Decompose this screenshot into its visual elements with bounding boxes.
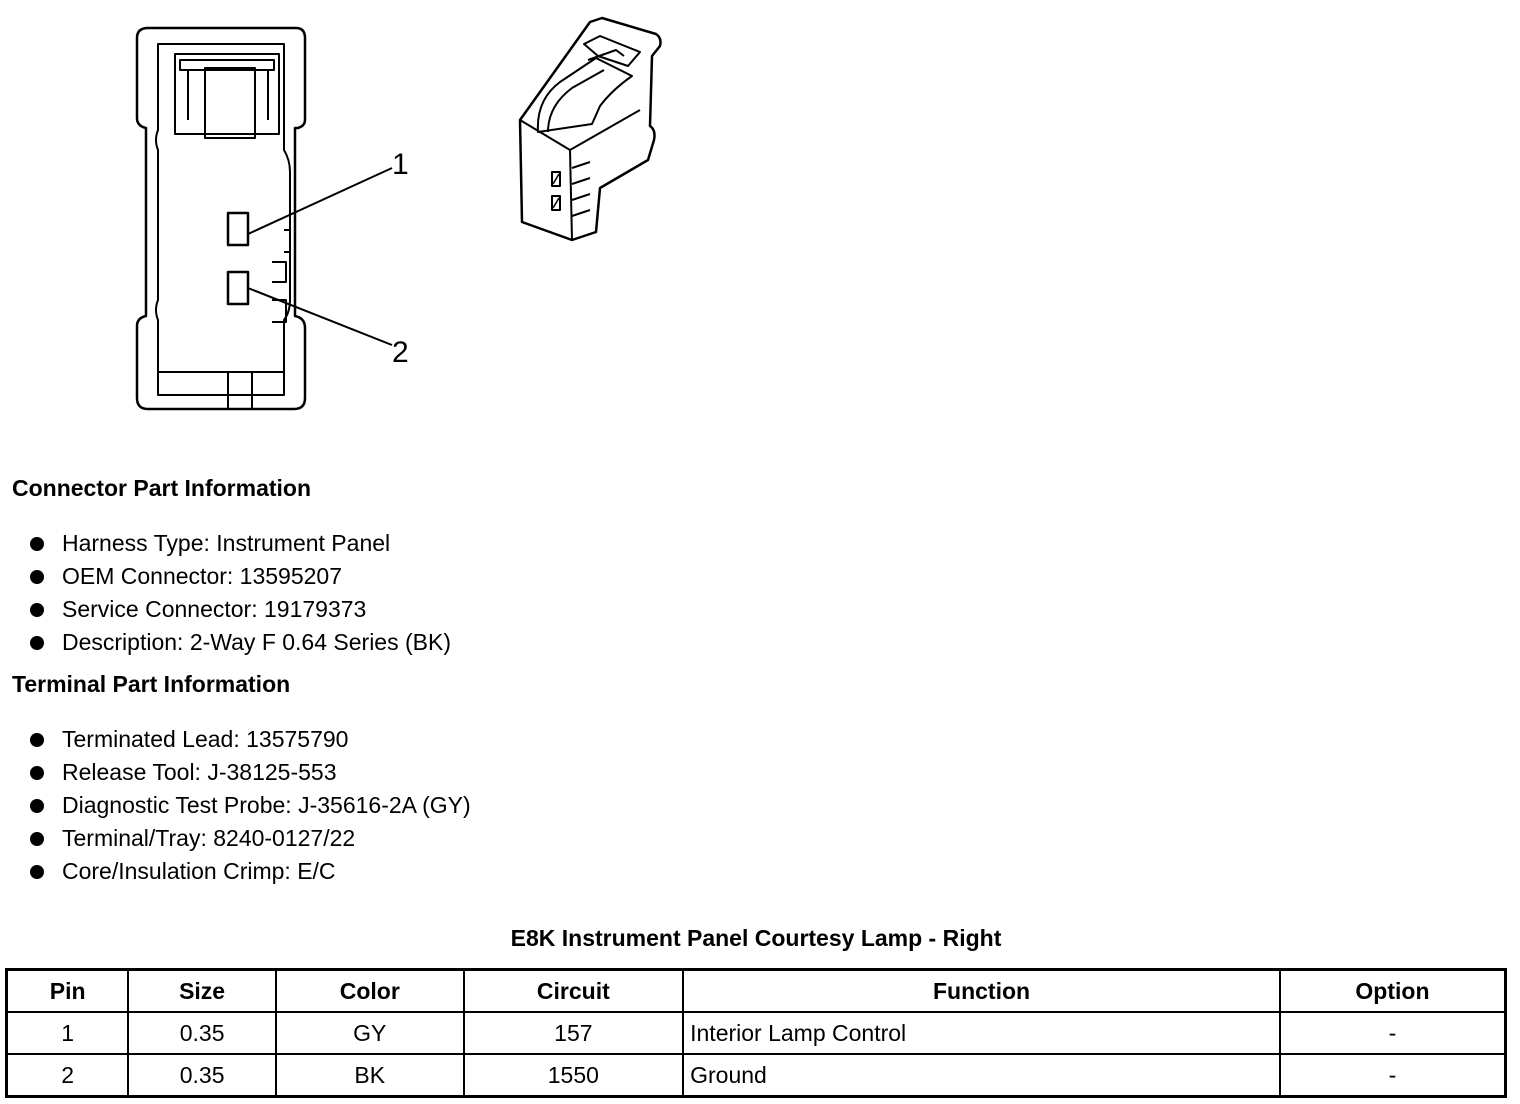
list-item: Core/Insulation Crimp: E/C	[28, 855, 471, 888]
list-item: Release Tool: J-38125-553	[28, 756, 471, 789]
bullet-icon	[30, 636, 44, 650]
connector-face-inner	[155, 43, 291, 396]
cell-pin: 2	[5, 1053, 130, 1098]
list-item: OEM Connector: 13595207	[28, 560, 451, 593]
cell-function: Interior Lamp Control	[682, 1011, 1281, 1055]
terminal-info-list: Terminated Lead: 13575790 Release Tool: …	[28, 723, 471, 888]
list-item: Terminal/Tray: 8240-0127/22	[28, 822, 471, 855]
table-row: 2 0.35 BK 1550 Ground -	[5, 1053, 1507, 1098]
cell-size: 0.35	[127, 1053, 277, 1098]
column-header-function: Function	[682, 968, 1281, 1013]
bullet-icon	[30, 537, 44, 551]
cell-option: -	[1278, 1053, 1507, 1098]
list-item: Harness Type: Instrument Panel	[28, 527, 451, 560]
pin-cavity-1	[226, 211, 250, 247]
connector-face-outline	[135, 26, 307, 411]
pin-table-title: E8K Instrument Panel Courtesy Lamp - Rig…	[510, 925, 1002, 951]
bullet-icon	[30, 733, 44, 747]
cell-color: GY	[274, 1011, 465, 1055]
column-header-pin: Pin	[5, 968, 130, 1013]
pin-table: Pin Size Color Circuit Function Option 1…	[5, 968, 1507, 1098]
bullet-icon	[30, 603, 44, 617]
bullet-icon	[30, 799, 44, 813]
cell-size: 0.35	[127, 1011, 277, 1055]
connector-diagram: 1 2	[135, 16, 662, 411]
pin-callout-2: 2	[392, 336, 409, 369]
cell-pin: 1	[5, 1011, 130, 1055]
terminal-info-heading: Terminal Part Information	[12, 671, 291, 697]
table-row: 1 0.35 GY 157 Interior Lamp Control -	[5, 1011, 1507, 1055]
column-header-circuit: Circuit	[462, 968, 685, 1013]
connector-info-list: Harness Type: Instrument Panel OEM Conne…	[28, 527, 451, 659]
pin-callout-1: 1	[392, 148, 409, 181]
column-header-size: Size	[127, 968, 277, 1013]
list-item: Description: 2-Way F 0.64 Series (BK)	[28, 626, 451, 659]
connector-isometric-view	[518, 16, 662, 242]
bullet-icon	[30, 766, 44, 780]
list-item: Diagnostic Test Probe: J-35616-2A (GY)	[28, 789, 471, 822]
bullet-icon	[30, 570, 44, 584]
table-header-row: Pin Size Color Circuit Function Option	[5, 968, 1507, 1013]
list-item: Terminated Lead: 13575790	[28, 723, 471, 756]
cell-circuit: 1550	[462, 1053, 685, 1098]
bullet-icon	[30, 832, 44, 846]
connector-info-heading: Connector Part Information	[12, 475, 312, 501]
connector-latch	[174, 53, 280, 135]
column-header-option: Option	[1278, 968, 1507, 1013]
pin-1-leader-line	[247, 167, 393, 235]
list-item: Service Connector: 19179373	[28, 593, 451, 626]
pin-cavity-2	[226, 270, 250, 306]
cell-option: -	[1278, 1011, 1507, 1055]
bullet-icon	[30, 865, 44, 879]
cell-function: Ground	[682, 1053, 1281, 1098]
pin-2-leader-line	[247, 287, 393, 346]
column-header-color: Color	[274, 968, 465, 1013]
cell-circuit: 157	[462, 1011, 685, 1055]
cell-color: BK	[274, 1053, 465, 1098]
